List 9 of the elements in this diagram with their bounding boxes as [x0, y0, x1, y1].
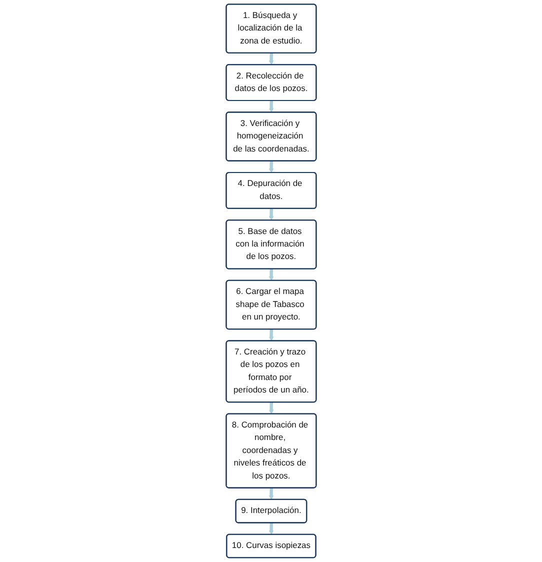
arrow [268, 487, 274, 500]
arrow [268, 52, 274, 66]
arrow [268, 208, 274, 221]
arrow [268, 328, 274, 342]
arrow [268, 522, 274, 535]
arrow [268, 268, 274, 281]
arrow [268, 402, 274, 414]
arrow [268, 160, 274, 173]
arrow [268, 100, 274, 113]
